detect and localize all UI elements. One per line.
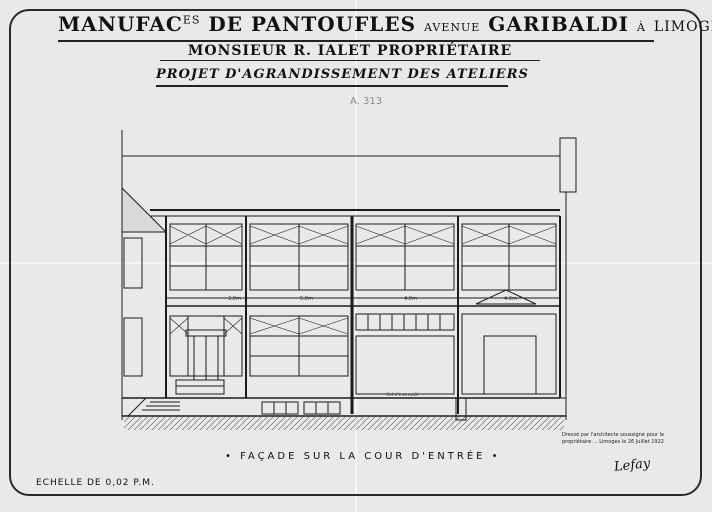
title-underline-3: [156, 85, 508, 87]
title-limoges: Limoges: [653, 19, 712, 35]
lower-window-band: [169, 289, 557, 395]
title-manufacture-sup: es: [182, 13, 201, 27]
basement-window-2: [303, 401, 341, 415]
basement-window-1: [261, 401, 299, 415]
architect-stamp: Dressé par l'architecte soussigné pour l…: [562, 432, 665, 445]
title-manufacture: Manufac: [58, 12, 183, 36]
dim-label-4: 4.0m: [504, 296, 517, 302]
title-a: à: [637, 21, 646, 34]
title-underline-1: [58, 40, 654, 42]
left-upper-window: [123, 237, 143, 289]
title-pantoufles: de Pantoufles: [208, 12, 417, 36]
title-garibaldi: Garibaldi: [488, 12, 630, 36]
dim-label-1: 3.0m: [228, 296, 241, 302]
title-line-2: Monsieur R. Ialet propriétaire: [187, 43, 513, 59]
archive-stamp-number: A. 313: [350, 96, 382, 107]
dim-label-3: 4.0m: [404, 296, 417, 302]
title-avenue: avenue: [424, 21, 481, 34]
ground-hatching: [124, 416, 564, 430]
title-line-3: Projet d'agrandissement des ateliers: [156, 67, 529, 82]
chimney: [559, 137, 577, 193]
title-underline-2: [160, 60, 540, 61]
dim-label-2: 5.0m: [300, 296, 313, 302]
scale-label: Echelle de 0,02 p.m.: [36, 478, 155, 488]
entrance-door: [127, 329, 227, 417]
left-wing-wall: [121, 231, 167, 399]
drawing-caption: • Façade sur la cour d'entrée •: [225, 451, 501, 462]
border-frame: [9, 9, 702, 496]
ground-note: Sol d'entrepôt: [386, 391, 419, 398]
left-lower-window: [123, 317, 143, 377]
title-line-1: Manufaces de Pantoufles avenue Garibaldi…: [58, 12, 712, 36]
upper-window-band: [169, 223, 557, 291]
foundation-block: [455, 397, 467, 421]
